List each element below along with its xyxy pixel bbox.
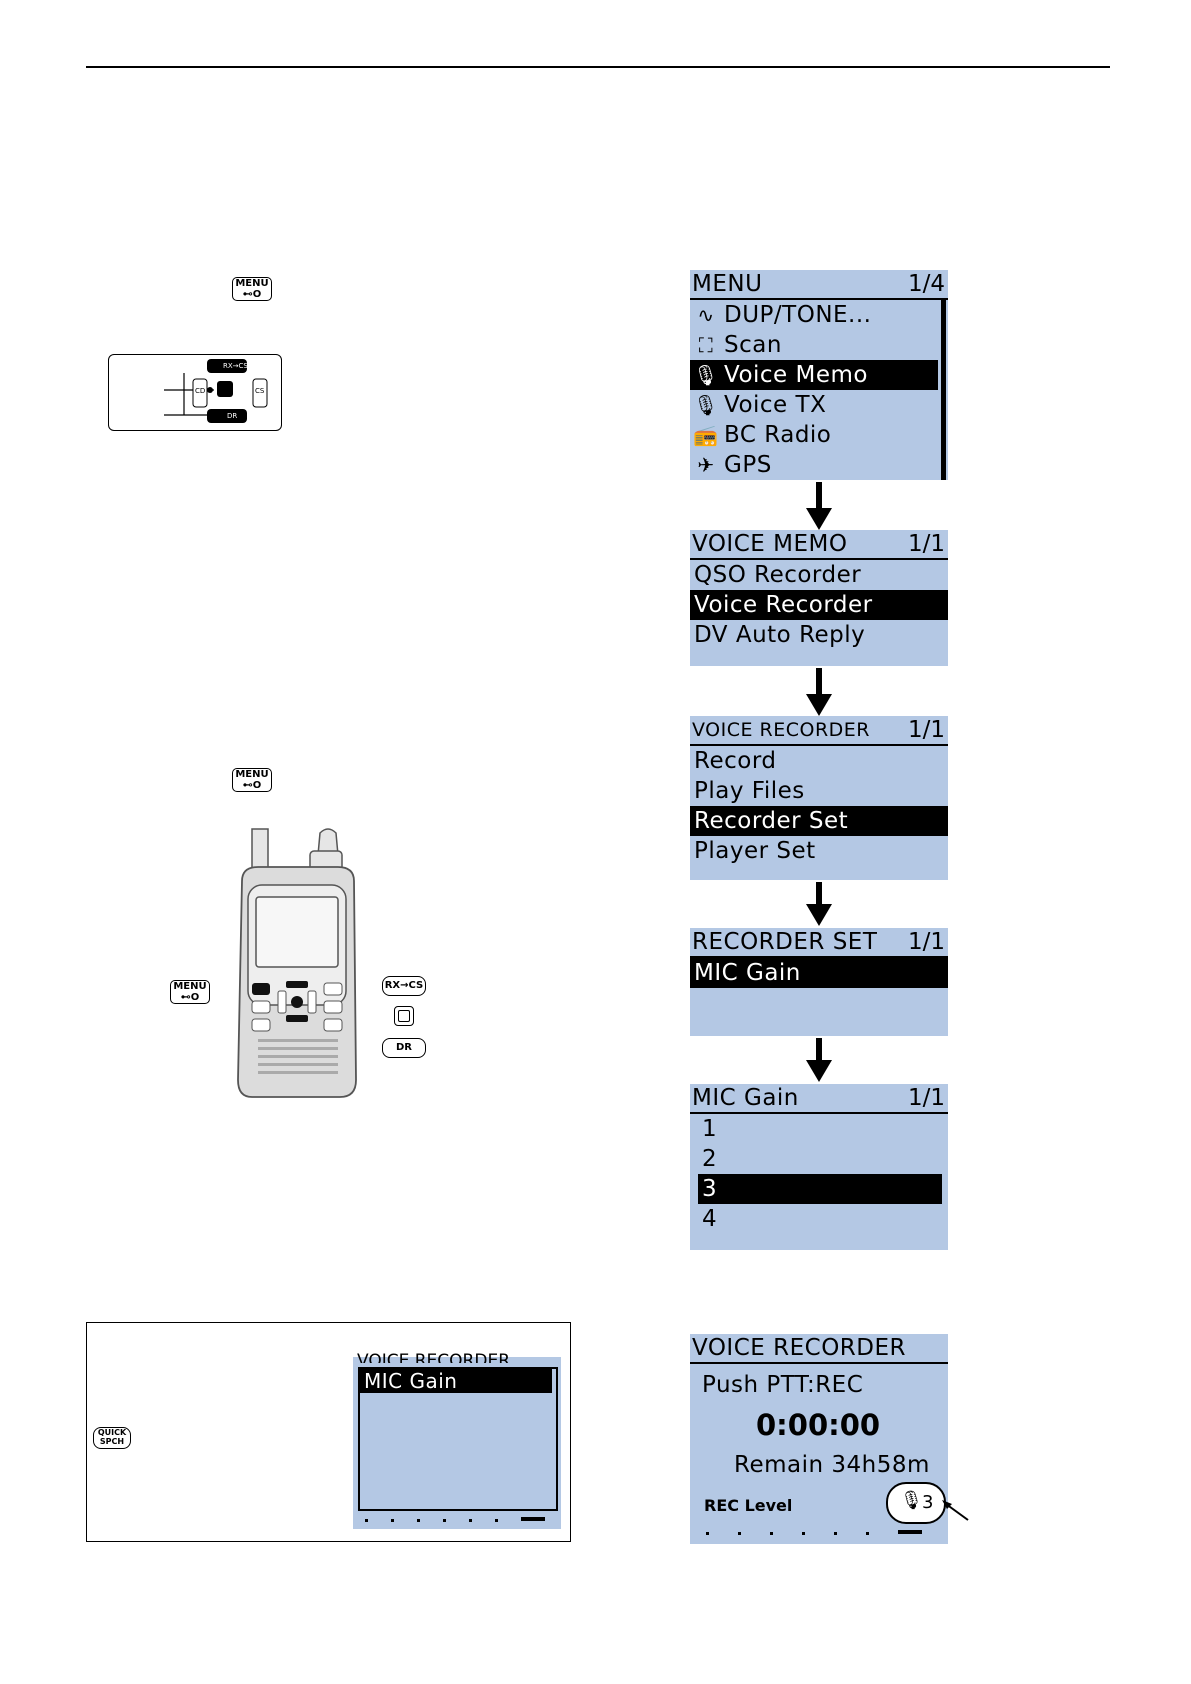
flow-arrow-head-1 xyxy=(806,508,832,530)
voice-recorder-header: VOICE RECORDER 1/1 xyxy=(690,716,948,746)
recorder-set-page: 1/1 xyxy=(907,929,945,955)
flow-arrow-head-2 xyxy=(806,694,832,716)
mic-gain-option-1[interactable]: 1 xyxy=(702,1116,718,1142)
mic-gain-screen: MIC Gain 1/1 1 2 3 4 xyxy=(690,1084,948,1250)
cd-key-label: CD xyxy=(195,387,206,395)
satellite-icon: ✈ xyxy=(697,453,715,477)
voice-recorder-title: VOICE RECORDER xyxy=(692,719,870,741)
mic-gain-option-2[interactable]: 2 xyxy=(702,1146,718,1172)
radio-icon: 📻 xyxy=(693,423,719,447)
note-screen: VOICE RECORDER MIC Gain xyxy=(353,1351,561,1529)
mic-gain-option-3[interactable]: 3 xyxy=(698,1174,942,1204)
flow-arrow-head-3 xyxy=(806,904,832,926)
recording-time: 0:00:00 xyxy=(756,1408,881,1442)
voice-recorder-item-player-set[interactable]: Player Set xyxy=(694,838,816,864)
flow-arrow-4 xyxy=(816,1038,822,1062)
recording-push-ptt: Push PTT:REC xyxy=(702,1372,864,1398)
dial-pad-diagram: RX→CS DR CS CD xyxy=(108,354,282,431)
microphone-level-icon: 🎙 xyxy=(900,1490,923,1511)
flow-arrow-head-4 xyxy=(806,1060,832,1082)
callout-arrow xyxy=(942,1500,969,1521)
voice-recorder-page: 1/1 xyxy=(907,717,945,743)
flow-arrow-3 xyxy=(816,882,822,906)
menu-screen: MENU 1/4 ∿DUP/TONE... ⛶Scan 🎙Voice Memo … xyxy=(690,270,948,480)
menu-item-voice-tx[interactable]: 🎙Voice TX xyxy=(693,392,827,418)
voice-memo-screen: VOICE MEMO 1/1 QSO Recorder Voice Record… xyxy=(690,530,948,666)
recorder-set-title: RECORDER SET xyxy=(692,929,878,955)
mic-gain-page: 1/1 xyxy=(907,1085,945,1111)
menu-screen-title: MENU xyxy=(692,271,763,297)
mic-gain-indicator-value: 3 xyxy=(922,1492,934,1513)
radio-illustration xyxy=(228,825,368,1105)
voice-memo-page: 1/1 xyxy=(907,531,945,557)
menu-item-gps[interactable]: ✈GPS xyxy=(690,450,938,480)
voice-memo-item-qso-recorder[interactable]: QSO Recorder xyxy=(694,562,862,588)
flow-arrow-1 xyxy=(816,482,822,510)
recorder-set-screen: RECORDER SET 1/1 MIC Gain xyxy=(690,928,948,1036)
recording-title: VOICE RECORDER xyxy=(692,1335,906,1361)
flow-arrow-2 xyxy=(816,668,822,696)
voice-recorder-item-play-files[interactable]: Play Files xyxy=(694,778,805,804)
mic-gain-header: MIC Gain 1/1 xyxy=(690,1084,948,1114)
menu-item-bc-radio[interactable]: 📻BC Radio xyxy=(693,422,832,448)
radio-drawing xyxy=(237,828,357,1098)
note-screen-popup: MIC Gain xyxy=(358,1367,558,1511)
recording-remain: Remain 34h58m xyxy=(734,1452,930,1478)
menu-screen-header: MENU 1/4 xyxy=(690,270,948,300)
dr-key-label: DR xyxy=(227,412,238,420)
center-button-icon xyxy=(394,1006,414,1026)
mic-gain-indicator: 🎙 3 xyxy=(886,1482,946,1524)
voice-memo-item-dv-auto-reply[interactable]: DV Auto Reply xyxy=(694,622,866,648)
menu-screen-page: 1/4 xyxy=(907,271,945,297)
note-screen-partial-title: VOICE RECORDER xyxy=(357,1351,510,1363)
recorder-set-header: RECORDER SET 1/1 xyxy=(690,928,948,958)
rxcs-key-icon: RX→CS xyxy=(382,976,426,996)
microphone-icon: 🎙 xyxy=(693,363,719,387)
voice-memo-header: VOICE MEMO 1/1 xyxy=(690,530,948,560)
microphone-tx-icon: 🎙 xyxy=(693,393,719,417)
voice-recorder-item-recorder-set[interactable]: Recorder Set xyxy=(690,806,948,836)
menu-key-icon-2: MENU⊷O xyxy=(232,768,272,792)
menu-item-voice-memo[interactable]: 🎙Voice Memo xyxy=(690,360,938,390)
dial-pad-drawing xyxy=(164,359,268,423)
menu-scrollbar[interactable] xyxy=(941,300,946,480)
mic-gain-option-4[interactable]: 4 xyxy=(702,1206,718,1232)
mic-gain-title: MIC Gain xyxy=(692,1085,799,1111)
recording-header: VOICE RECORDER xyxy=(690,1334,948,1364)
voice-memo-item-voice-recorder[interactable]: Voice Recorder xyxy=(690,590,948,620)
rec-level-label: REC Level xyxy=(704,1496,793,1515)
recording-screen: VOICE RECORDER Push PTT:REC 0:00:00 Rema… xyxy=(690,1334,948,1544)
menu-item-scan[interactable]: ⛶Scan xyxy=(690,330,938,360)
menu-key-icon-3: MENU⊷O xyxy=(170,980,210,1004)
recorder-set-item-mic-gain[interactable]: MIC Gain xyxy=(690,958,948,988)
note-screen-item-mic-gain[interactable]: MIC Gain xyxy=(360,1369,552,1393)
cs-key-label: CS xyxy=(255,387,265,395)
dup-tone-icon: ∿ xyxy=(697,303,715,327)
voice-memo-title: VOICE MEMO xyxy=(692,531,848,557)
dr-key-icon: DR xyxy=(382,1038,426,1058)
binoculars-icon: ⛶ xyxy=(698,333,714,357)
menu-item-dup-tone[interactable]: ∿DUP/TONE... xyxy=(690,300,938,330)
menu-key-icon: MENU⊷O xyxy=(232,277,272,301)
header-rule xyxy=(86,66,1110,68)
voice-recorder-item-record[interactable]: Record xyxy=(694,748,777,774)
voice-recorder-screen: VOICE RECORDER 1/1 Record Play Files Rec… xyxy=(690,716,948,880)
rxcs-key-label: RX→CS xyxy=(223,362,248,370)
